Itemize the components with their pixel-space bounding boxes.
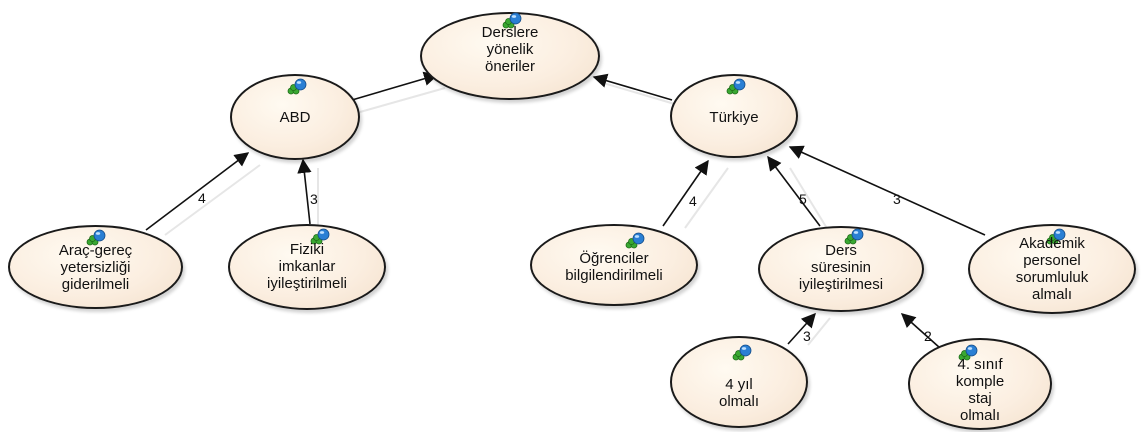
concept-node-icon bbox=[958, 344, 978, 362]
node-ogrenciler[interactable]: Öğrenciler bilgilendirilmeli bbox=[530, 224, 698, 306]
edge-turkiye-root bbox=[592, 73, 673, 101]
node-ders-label: Ders süresinin iyileştirilmesi bbox=[798, 242, 884, 293]
concept-node-icon bbox=[502, 12, 522, 30]
concept-node-icon bbox=[625, 232, 645, 250]
node-sinif-label: 4. sınıf komple staj olmalı bbox=[955, 356, 1005, 424]
edge-arac-abd bbox=[145, 152, 250, 231]
concept-node-icon bbox=[844, 228, 864, 246]
concept-node-icon bbox=[732, 344, 752, 362]
node-root[interactable]: Derslere yönelik öneriler bbox=[420, 12, 600, 100]
edge-dortyil-ders bbox=[787, 312, 816, 345]
edge-label-sinif-ders: 2 bbox=[924, 328, 932, 344]
node-ogrenciler-label: Öğrenciler bilgilendirilmeli bbox=[565, 250, 663, 284]
edge-label-ders-turkiye: 5 bbox=[799, 191, 807, 207]
node-arac-label: Araç-gereç yetersizliği giderilmeli bbox=[58, 242, 133, 293]
node-akademik[interactable]: Akademik personel sorumluluk almalı bbox=[968, 224, 1136, 314]
node-turkiye-label: Türkiye bbox=[709, 109, 759, 126]
edge-ders-turkiye bbox=[767, 155, 821, 227]
node-abd[interactable]: ABD bbox=[230, 74, 360, 160]
edge-sinif-ders bbox=[900, 313, 941, 349]
concept-node-icon bbox=[310, 228, 330, 246]
node-dortyil[interactable]: 4 yıl olmalı bbox=[670, 336, 808, 428]
node-fiziki-label: Fiziki imkanlar iyileştirilmeli bbox=[266, 241, 347, 292]
node-root-label: Derslere yönelik öneriler bbox=[481, 24, 539, 75]
edge-label-dortyil-ders: 3 bbox=[803, 328, 811, 344]
node-akademik-label: Akademik personel sorumluluk almalı bbox=[1015, 235, 1089, 303]
edge-fiziki-abd bbox=[297, 158, 312, 225]
node-fiziki[interactable]: Fiziki imkanlar iyileştirilmeli bbox=[228, 224, 386, 310]
concept-node-icon bbox=[287, 78, 307, 96]
node-turkiye[interactable]: Türkiye bbox=[670, 74, 798, 158]
edge-abd-root bbox=[351, 71, 439, 101]
edge-label-akademik-turkiye: 3 bbox=[893, 191, 901, 207]
concept-node-icon bbox=[726, 78, 746, 96]
edge-label-ogrenciler-turkiye: 4 bbox=[689, 193, 697, 209]
edge-akademik-turkiye bbox=[788, 145, 986, 236]
node-arac[interactable]: Araç-gereç yetersizliği giderilmeli bbox=[8, 225, 183, 309]
node-abd-label: ABD bbox=[279, 109, 311, 126]
concept-node-icon bbox=[1046, 228, 1066, 246]
edge-ogrenciler-turkiye bbox=[662, 159, 709, 227]
node-sinif[interactable]: 4. sınıf komple staj olmalı bbox=[908, 338, 1052, 430]
edge-label-fiziki-abd: 3 bbox=[310, 191, 318, 207]
edge-label-arac-abd: 4 bbox=[198, 190, 206, 206]
node-dortyil-label: 4 yıl olmalı bbox=[718, 376, 759, 410]
node-ders[interactable]: Ders süresinin iyileştirilmesi bbox=[758, 226, 924, 312]
concept-node-icon bbox=[86, 229, 106, 247]
